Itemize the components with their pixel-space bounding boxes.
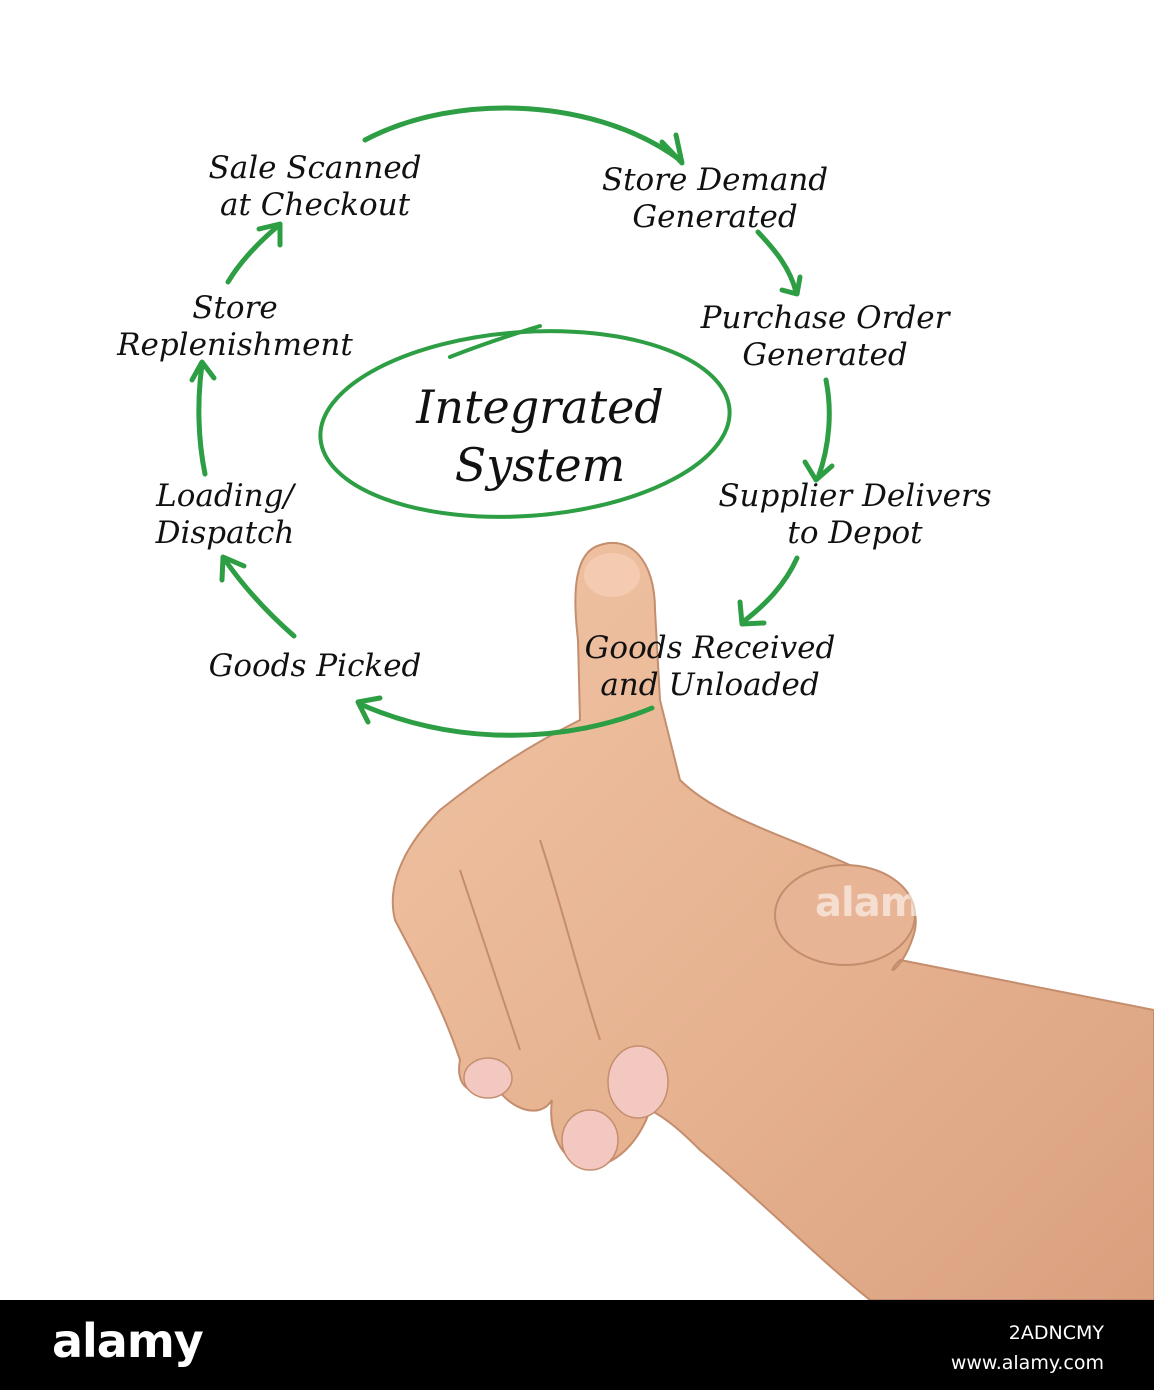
arrow-purchase-to-supplier [815, 377, 832, 481]
site-url: www.alamy.com [950, 1352, 1104, 1374]
step-store-demand: Store Demand Generated [601, 162, 829, 235]
arrowhead-replenishment-to-sale [256, 221, 283, 248]
image-id: 2ADNCMY [1008, 1322, 1104, 1344]
footer-bar: alamy 2ADNCMY www.alamy.com [0, 1300, 1154, 1390]
step-supplier-delivers: Supplier Delivers to Depot [718, 478, 992, 551]
step-loading-dispatch: Loading/ Dispatch [155, 478, 295, 551]
arrowhead-sale-to-demand [659, 132, 685, 166]
arrow-sale-to-demand [362, 105, 683, 163]
step-sale-scanned: Sale Scanned at Checkout [208, 150, 422, 223]
step-goods-picked: Goods Picked [208, 648, 422, 684]
arrowhead-purchase-to-supplier [802, 459, 835, 483]
hand-illustration [391, 541, 1154, 1300]
footer-logo: alamy [52, 1314, 204, 1368]
photo-canvas: Sale Scanned at Checkout Store Demand Ge… [117, 105, 1154, 1300]
watermark-text: alamy [815, 880, 946, 926]
footer-info: 2ADNCMY www.alamy.com [951, 1318, 1104, 1378]
step-goods-received: Goods Received and Unloaded [584, 630, 836, 703]
arrow-loading-to-replenishment [196, 362, 208, 477]
diagram-canvas [189, 105, 1154, 1300]
step-store-replenishment: Store Replenishment [117, 290, 353, 363]
arrowhead-picked-to-loading [219, 554, 247, 583]
center-title: Integrated System [416, 380, 664, 492]
arrow-supplier-to-received [740, 555, 800, 625]
step-purchase-order: Purchase Order Generated [700, 300, 950, 373]
arrow-demand-to-purchase [755, 229, 799, 295]
arrow-replenishment-to-sale [225, 223, 281, 285]
arrow-received-to-picked [357, 701, 655, 738]
arrowhead-supplier-to-received [737, 599, 767, 627]
center-oval [318, 324, 732, 519]
arrowhead-demand-to-purchase [779, 274, 803, 297]
arrowhead-loading-to-replenishment [189, 359, 217, 383]
cycle-arrows [189, 105, 835, 738]
arrow-picked-to-loading [222, 557, 297, 639]
arrowhead-received-to-picked [355, 695, 383, 725]
